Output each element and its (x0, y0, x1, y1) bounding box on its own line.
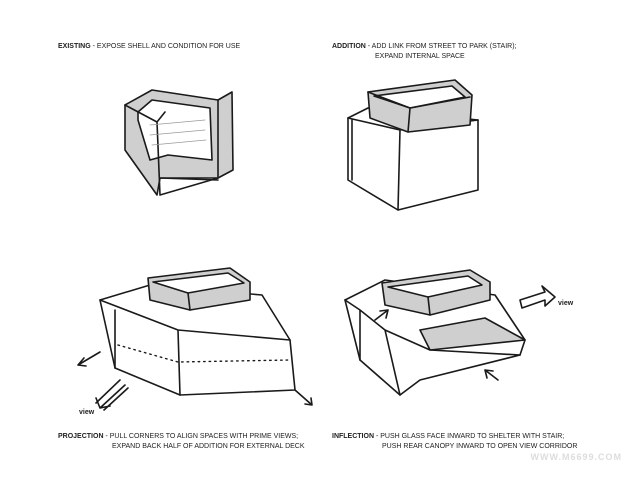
watermark: WWW.M6699.COM (530, 452, 622, 462)
sketch-addition (347, 79, 479, 211)
caption-title: PROJECTION (58, 433, 104, 440)
caption-text: - PULL CORNERS TO ALIGN SPACES WITH PRIM… (103, 433, 299, 440)
caption-text: - EXPOSE SHELL AND CONDITION FOR USE (90, 43, 241, 50)
sketch-inflection (344, 269, 556, 396)
view-label-inflection: view (558, 300, 574, 307)
sketch-existing (124, 89, 234, 196)
caption-text-2: PUSH REAR CANOPY INWARD TO OPEN VIEW COR… (382, 443, 578, 450)
caption-projection: PROJECTION - PULL CORNERS TO ALIGN SPACE… (58, 432, 305, 452)
caption-addition: ADDITION - ADD LINK FROM STREET TO PARK … (332, 42, 517, 62)
caption-text-2: EXPAND BACK HALF OF ADDITION FOR EXTERNA… (112, 443, 305, 450)
caption-title: EXISTING (58, 43, 91, 50)
caption-text: - PUSH GLASS FACE INWARD TO SHELTER WITH… (374, 433, 565, 440)
caption-title: ADDITION (332, 43, 366, 50)
caption-existing: EXISTING - EXPOSE SHELL AND CONDITION FO… (58, 42, 240, 52)
view-label-projection: view (79, 409, 95, 416)
caption-text-2: EXPAND INTERNAL SPACE (375, 53, 465, 60)
caption-text: - ADD LINK FROM STREET TO PARK (STAIR); (365, 43, 517, 50)
caption-title: INFLECTION (332, 433, 374, 440)
caption-inflection: INFLECTION - PUSH GLASS FACE INWARD TO S… (332, 432, 577, 452)
sketch-projection (77, 267, 313, 411)
